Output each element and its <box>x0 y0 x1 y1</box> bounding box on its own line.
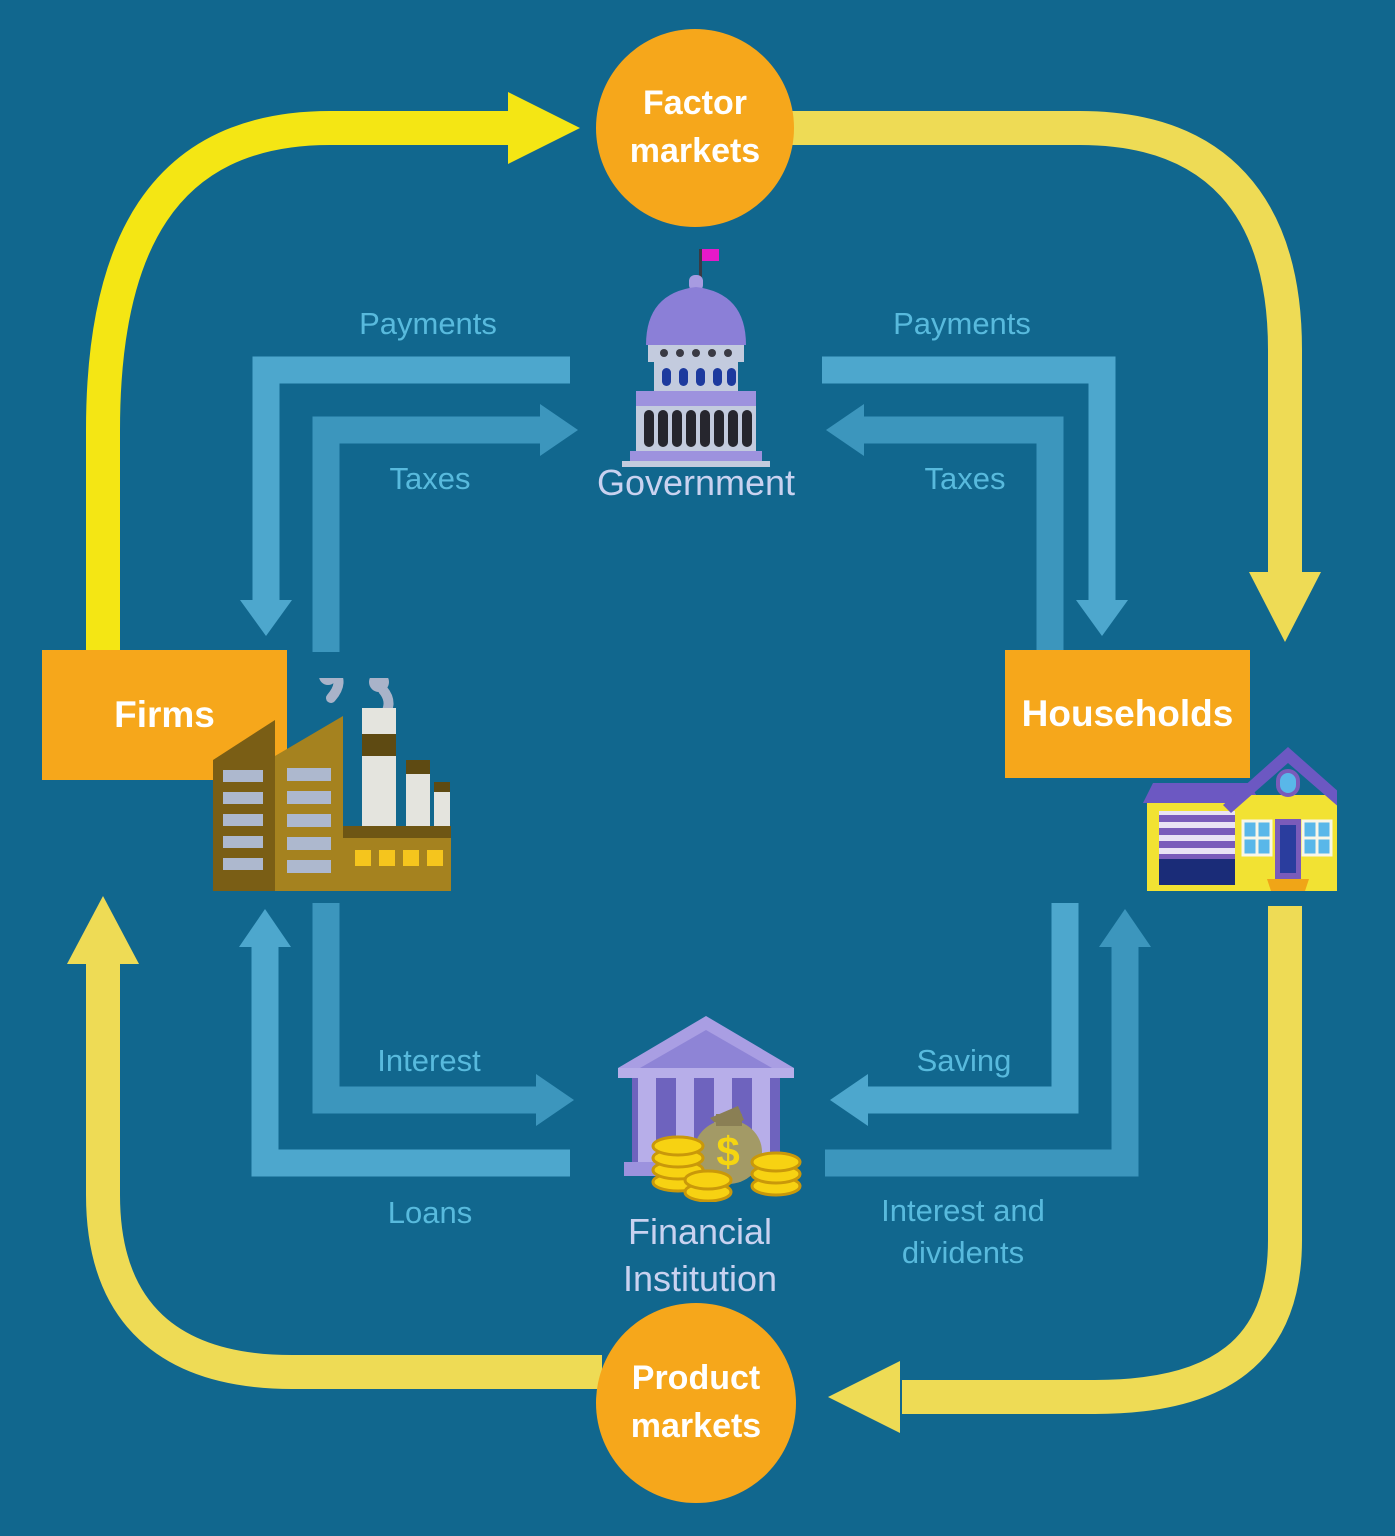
arrow-taxes-firms-to-government <box>312 404 578 652</box>
arrow-product-markets-to-firms <box>67 896 602 1389</box>
smoke <box>326 678 344 703</box>
saving-label: Saving <box>916 1043 1012 1078</box>
taxes-right-label: Taxes <box>924 461 1006 496</box>
cupola <box>689 275 703 291</box>
step <box>622 461 770 467</box>
payments-left-label: Payments <box>359 306 497 341</box>
flag-pole <box>699 249 702 279</box>
chimney-large <box>362 708 396 836</box>
product-markets-label: Product markets <box>630 1359 762 1445</box>
arrow-factor-markets-to-households <box>792 111 1321 642</box>
building-left <box>213 720 275 891</box>
households-label: Households <box>1021 693 1234 734</box>
house-icon <box>1143 747 1337 891</box>
base <box>630 451 762 461</box>
taxes-left-label: Taxes <box>389 461 471 496</box>
attic-window <box>1276 769 1300 797</box>
government-label: Government <box>596 462 796 503</box>
money-bag <box>694 1120 762 1184</box>
column <box>638 1078 656 1162</box>
arrow-payments-government-to-firms <box>240 356 570 636</box>
dome <box>646 287 746 345</box>
garage-opening <box>1159 859 1243 885</box>
node-households: Households <box>1005 650 1250 778</box>
coin-stack <box>750 1151 802 1197</box>
interest-label: Interest <box>377 1043 481 1078</box>
house-roof <box>1223 747 1337 813</box>
bank-with-money-icon: $ <box>618 1016 802 1202</box>
arrow-loans-financial-institution-to-firms <box>239 909 570 1177</box>
coin-stack <box>683 1169 733 1202</box>
arrow-payments-government-to-households <box>822 356 1128 636</box>
dollar-sign: $ <box>716 1128 739 1175</box>
payments-right-label: Payments <box>893 306 1031 341</box>
arrow-saving-households-to-financial-institution <box>830 903 1079 1126</box>
node-factor-markets: Factor markets <box>596 29 794 227</box>
node-product-markets: Product markets <box>596 1303 796 1503</box>
door-steps <box>1267 879 1309 891</box>
capitol-building-icon <box>622 249 770 467</box>
financial-institution-label: Financial Institution <box>622 1211 778 1299</box>
factory-icon <box>213 678 451 891</box>
arrow-interest-and-dividents-financial-institution-to-households <box>825 909 1151 1177</box>
arrow-interest-firms-to-financial-institution <box>312 903 574 1126</box>
arrow-firms-to-factor-markets <box>86 92 580 652</box>
firms-label: Firms <box>114 694 215 735</box>
interest-and-dividents-label: Interest and dividents <box>881 1193 1045 1270</box>
factor-markets-label: Factor markets <box>629 84 761 170</box>
loans-label: Loans <box>387 1195 473 1230</box>
arrow-households-to-product-markets <box>828 906 1302 1433</box>
entablature <box>636 391 756 406</box>
chimney-small <box>434 782 450 836</box>
arrow-taxes-households-to-government <box>826 404 1064 652</box>
flag <box>702 249 719 261</box>
